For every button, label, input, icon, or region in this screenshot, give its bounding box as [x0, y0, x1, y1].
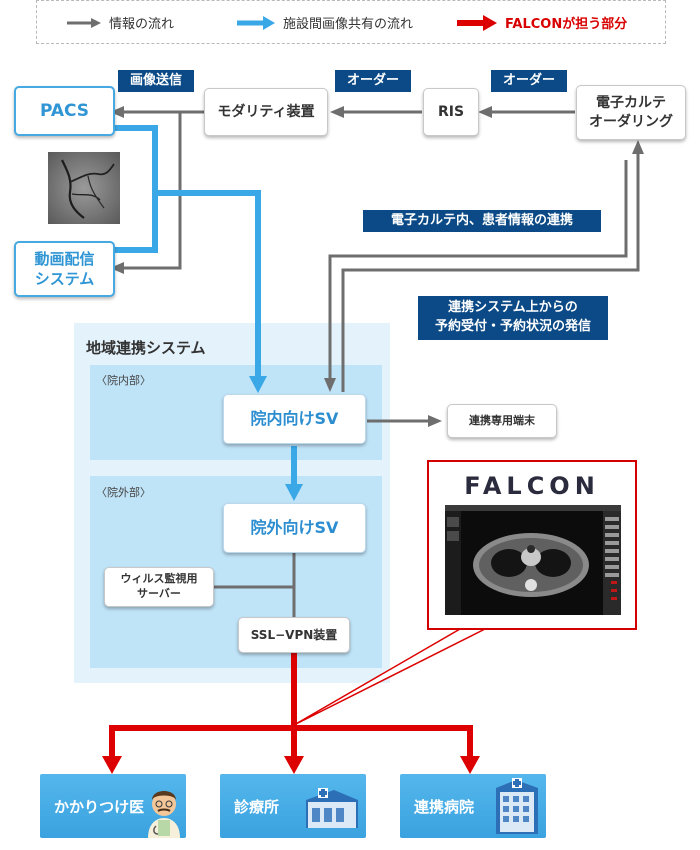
emr-line1: 電子カルテ — [596, 94, 666, 111]
image-send-tag: 画像送信 — [118, 70, 194, 92]
patient-link-line — [328, 160, 628, 384]
patient-link-tag: 電子カルテ内、患者情報の連携 — [363, 210, 601, 232]
red-arrowhead-hospital — [460, 756, 480, 774]
arrowhead-ris — [478, 106, 492, 118]
video-line2: システム — [34, 270, 95, 288]
blue-arrowhead-outsv — [285, 484, 303, 501]
red-distribution-bar — [109, 725, 473, 760]
modality-to-video-line — [122, 112, 182, 270]
destination-family-doctor[interactable]: かかりつけ医 — [40, 774, 186, 838]
virus-line1: ウィルス監視用 — [120, 572, 198, 586]
legend-item-image-sharing: 施設間画像共有の流れ — [237, 13, 413, 32]
order-tag-1: オーダー — [335, 70, 411, 92]
order-tag-2: オーダー — [491, 70, 567, 92]
arrowhead-insv — [324, 378, 336, 392]
ssl-vpn-node: SSL−VPN装置 — [238, 617, 350, 653]
virus-line2: サーバー — [137, 587, 181, 600]
falcon-logo: FALCON — [464, 472, 600, 500]
regional-system-title: 地域連携システム — [86, 339, 206, 357]
dedicated-terminal-node: 連携専用端末 — [447, 404, 557, 438]
red-arrowhead-clinic — [102, 756, 122, 774]
gray-arrow-icon — [67, 17, 101, 28]
doctor-icon — [148, 791, 180, 838]
arrowhead-modality — [330, 106, 344, 118]
legend-label: 施設間画像共有の流れ — [283, 17, 414, 32]
reservation-line2: 予約受付・予約状況の発信 — [434, 319, 591, 334]
legend-item-falcon-part: FALCONが担う部分 — [457, 13, 627, 32]
arrowhead-terminal — [428, 415, 442, 427]
virus-monitor-server-node: ウィルス監視用サーバー — [104, 567, 214, 607]
emr-line2: オーダリング — [589, 113, 673, 130]
falcon-callout-box: FALCON — [427, 460, 637, 630]
destination-label: 診療所 — [234, 797, 280, 816]
clinic-building-icon — [306, 788, 358, 828]
legend: 情報の流れ 施設間画像共有の流れ FALCONが担う部分 — [36, 0, 666, 44]
reservation-line1: 連携システム上からの — [448, 300, 578, 316]
pacs-to-insv-blue — [155, 190, 261, 378]
pacs-node: PACS — [14, 86, 115, 136]
inner-section-label: 〈院内部〉 — [96, 374, 151, 387]
destination-label: かかりつけ医 — [54, 797, 145, 816]
destination-label: 連携病院 — [414, 797, 475, 816]
arrowhead-pacs — [110, 106, 124, 118]
outer-section-label: 〈院外部〉 — [96, 486, 151, 499]
red-arrowhead-office — [284, 756, 304, 774]
destination-clinic[interactable]: 診療所 — [220, 774, 366, 838]
ris-node: RIS — [423, 88, 479, 136]
falcon-viewer-screenshot — [445, 505, 621, 615]
hospital-building-icon — [496, 778, 538, 834]
blue-arrow-icon — [237, 15, 275, 30]
arrowhead-video — [110, 262, 124, 274]
video-line1: 動画配信 — [34, 249, 95, 268]
arrowhead-emr — [632, 140, 644, 154]
external-sv-node: 院外向けSV — [223, 503, 366, 553]
angiography-image — [48, 152, 120, 224]
blue-arrowhead-insv — [249, 376, 267, 393]
internal-sv-node: 院内向けSV — [223, 394, 366, 444]
ct-viewer-image — [445, 505, 621, 615]
reservation-tag: 連携システム上からの予約受付・予約状況の発信 — [418, 296, 608, 340]
modality-node: モダリティ装置 — [204, 88, 328, 136]
legend-label: FALCONが担う部分 — [505, 17, 628, 32]
legend-label: 情報の流れ — [109, 17, 175, 32]
reservation-line — [341, 148, 640, 392]
video-delivery-node: 動画配信システム — [14, 241, 115, 297]
emr-ordering-node: 電子カルテオーダリング — [576, 85, 686, 140]
legend-item-info-flow: 情報の流れ — [67, 13, 174, 32]
red-arrow-icon — [457, 14, 497, 31]
pacs-to-video-blue — [110, 125, 158, 253]
destination-partner-hospital[interactable]: 連携病院 — [400, 774, 546, 838]
